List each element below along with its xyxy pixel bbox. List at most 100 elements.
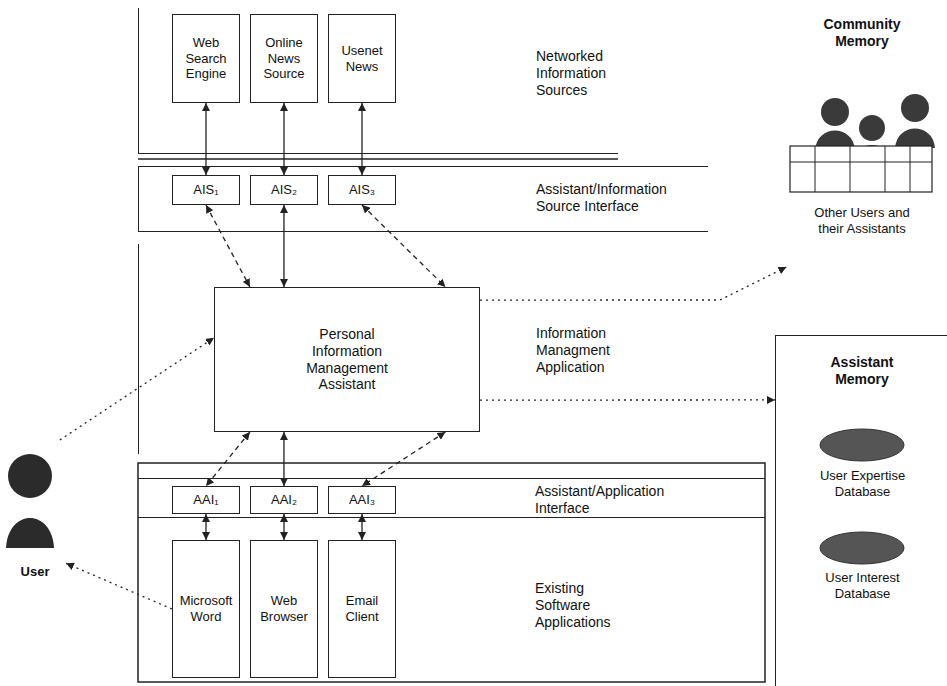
desk-shape: [885, 146, 886, 192]
connector: [362, 205, 445, 287]
label-holder: User Interest Database: [805, 570, 920, 601]
head-shape: [859, 115, 885, 141]
shoulder-shape: [6, 518, 54, 548]
group-label: Assistant Memory: [816, 354, 908, 388]
connector: [480, 399, 775, 400]
box-label: Microsoft Word: [177, 593, 235, 624]
group-label: Other Users and their Assistants: [807, 205, 917, 236]
connector: [283, 205, 284, 287]
community-art: [790, 94, 935, 192]
desk-shape: [790, 162, 932, 163]
box-text-holder: Microsoft Word: [177, 593, 235, 624]
box-text-holder: AAI₁: [193, 492, 218, 508]
label-holder: User Expertise Database: [805, 468, 920, 499]
interface-box: AAI₁: [172, 486, 240, 514]
box-text-holder: Web Search Engine: [177, 35, 235, 82]
interface-box: AAI₃: [328, 486, 396, 514]
label-holder: User: [4, 564, 66, 580]
box-text-holder: Online News Source: [255, 35, 313, 82]
database: User Expertise Database: [805, 420, 920, 510]
box-label: AIS₁: [193, 182, 218, 198]
desk-shape: [815, 146, 816, 192]
box-text-holder: AAI₃: [349, 492, 375, 508]
application-box: Email Client: [328, 540, 396, 678]
interface-box: AIS₂: [250, 175, 318, 205]
community-group: Community MemoryOther Users and their As…: [778, 12, 946, 267]
database-blob: [820, 532, 904, 564]
application-frame: [138, 463, 765, 682]
label-holder: Existing Software Applications: [535, 580, 630, 630]
box-label: AIS₃: [349, 182, 375, 198]
box-label: Web Browser: [255, 593, 313, 624]
group-label: User: [4, 564, 66, 580]
label-holder: Information Managment Application: [536, 325, 636, 375]
box-label: Usenet News: [333, 43, 391, 74]
memory-panel: User Expertise DatabaseUser Interest Dat…: [775, 335, 947, 686]
interface-box: AIS₁: [172, 175, 240, 205]
band-rule: [138, 158, 618, 160]
layer-band: Personal Information Management Assistan…: [138, 244, 708, 454]
group-label: User Interest Database: [805, 570, 920, 601]
interface-box: AIS₃: [328, 175, 396, 205]
connector: [60, 338, 214, 440]
head-shape: [821, 98, 849, 126]
box-label: Email Client: [333, 593, 391, 624]
box-text-holder: AIS₃: [349, 182, 375, 198]
group-label: User Expertise Database: [805, 468, 920, 499]
label-holder: Community Memory: [817, 16, 907, 50]
connector-group: [60, 103, 787, 609]
box-text-holder: Web Browser: [255, 593, 313, 624]
user-figure: User: [4, 440, 66, 585]
layer-label: Existing Software Applications: [535, 580, 630, 630]
box-text-holder: AIS₂: [271, 182, 297, 198]
box-label: AAI₂: [271, 492, 297, 508]
desk-shape: [910, 146, 911, 192]
label-holder: Assistant/Information Source Interface: [536, 181, 711, 215]
layer-label: Assistant/Information Source Interface: [536, 181, 711, 215]
application-box: Microsoft Word: [172, 540, 240, 678]
label-holder: Networked Information Sources: [536, 48, 620, 98]
desk-shape: [850, 146, 851, 192]
box-label: AAI₃: [349, 492, 375, 508]
layer-label: Assistant/Application Interface: [535, 483, 715, 517]
shoulder-shape: [895, 129, 935, 149]
box-text-holder: Email Client: [333, 593, 391, 624]
layer-label: Information Managment Application: [536, 325, 636, 375]
source-box: Usenet News: [328, 14, 396, 103]
label-holder: Other Users and their Assistants: [807, 205, 917, 236]
database-blob: [820, 429, 904, 461]
box-label: Online News Source: [255, 35, 313, 82]
box-text-holder: Usenet News: [333, 43, 391, 74]
box-text-holder: Personal Information Management Assistan…: [287, 326, 407, 393]
connector: [206, 205, 250, 287]
head-shape: [8, 454, 52, 498]
interface-box: AAI₂: [250, 486, 318, 514]
box-label: Personal Information Management Assistan…: [287, 326, 407, 393]
connector: [361, 103, 362, 175]
assistant-box: Personal Information Management Assistan…: [214, 287, 480, 432]
label-holder: Assistant Memory: [816, 354, 908, 388]
layer-band: Microsoft Word Web Browser Email Client Exi…: [138, 528, 765, 678]
box-text-holder: AAI₂: [271, 492, 297, 508]
layer-band: AIS₁ AIS₂ AIS₃ Assistant/Information Source…: [138, 166, 708, 232]
connector: [283, 103, 284, 175]
head-shape: [901, 94, 929, 122]
desk-shape: [790, 146, 932, 192]
box-label: AIS₂: [271, 182, 297, 198]
source-box: Web Search Engine: [172, 14, 240, 103]
box-label: Web Search Engine: [177, 35, 235, 82]
box-text-holder: AIS₁: [193, 182, 218, 198]
box-label: AAI₁: [193, 492, 218, 508]
source-box: Online News Source: [250, 14, 318, 103]
database: User Interest Database: [805, 525, 920, 615]
label-holder: Assistant/Application Interface: [535, 483, 715, 517]
layer-band: AAI₁ AAI₂ AAI₃ Assistant/Application Interf…: [138, 478, 765, 518]
user-head: [6, 454, 54, 548]
application-box: Web Browser: [250, 540, 318, 678]
connector: [480, 267, 786, 300]
layer-band: Web Search Engine Online News Source Usene…: [138, 8, 618, 154]
connector: [205, 103, 206, 175]
layer-label: Networked Information Sources: [536, 48, 620, 98]
group-label: Community Memory: [817, 16, 907, 50]
connector: [66, 563, 172, 609]
